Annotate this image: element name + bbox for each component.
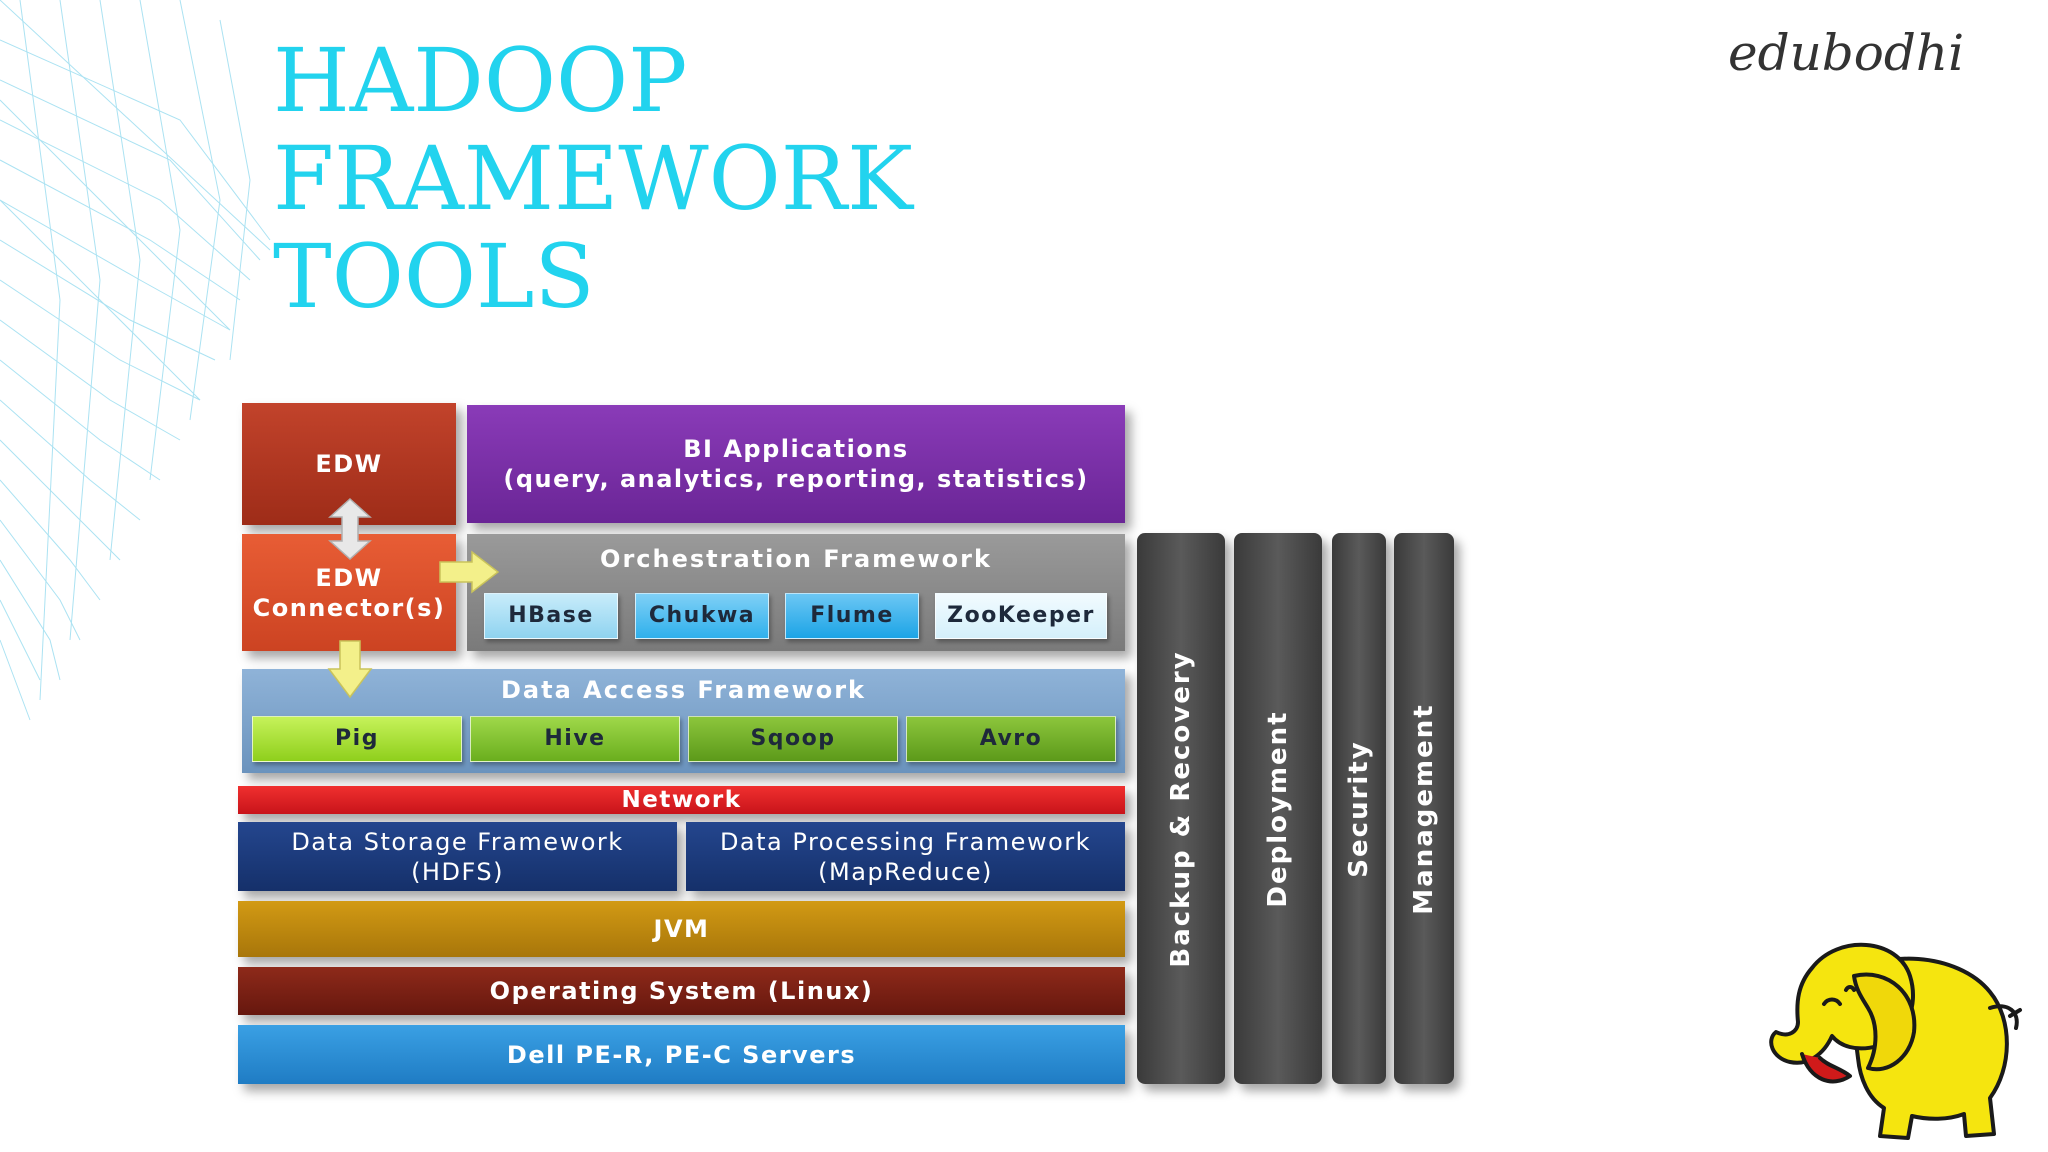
- operating-system-layer: Operating System (Linux): [238, 967, 1125, 1015]
- flume-tool: Flume: [785, 593, 919, 639]
- data-storage-framework-line2: (HDFS): [411, 857, 504, 886]
- security-bar: Security: [1332, 533, 1386, 1084]
- hbase-tool: HBase: [484, 593, 618, 639]
- jvm-label: JVM: [653, 915, 710, 943]
- double-arrow-icon: [328, 497, 372, 561]
- servers-layer: Dell PE-R, PE-C Servers: [238, 1025, 1125, 1084]
- bi-applications-subtitle: (query, analytics, reporting, statistics…: [503, 465, 1089, 493]
- slide-title-line2: TOOLS: [273, 225, 595, 328]
- deployment-bar: Deployment: [1234, 533, 1322, 1084]
- bi-applications-title: BI Applications: [683, 435, 909, 463]
- network-label: Network: [621, 787, 742, 813]
- operating-system-label: Operating System (Linux): [489, 977, 874, 1005]
- right-arrow-icon: [439, 550, 500, 594]
- avro-tool: Avro: [906, 716, 1116, 762]
- edw-connector-label-line2: Connector(s): [252, 593, 446, 622]
- data-storage-framework-line1: Data Storage Framework: [291, 827, 624, 856]
- wireframe-background: [0, 0, 271, 721]
- data-storage-framework-block: Data Storage Framework (HDFS): [238, 822, 677, 891]
- security-label: Security: [1344, 739, 1374, 878]
- management-bar: Management: [1394, 533, 1454, 1084]
- slide-title: HADOOP FRAMEWORK TOOLS: [273, 32, 1273, 326]
- backup-recovery-label: Backup & Recovery: [1166, 649, 1196, 968]
- pig-tool: Pig: [252, 716, 462, 762]
- brand-logo-text: edubodhi: [1728, 24, 1965, 82]
- data-processing-framework-line2: (MapReduce): [818, 857, 993, 886]
- data-access-framework-block: Data Access Framework Pig Hive Sqoop Avr…: [242, 669, 1125, 773]
- jvm-layer: JVM: [238, 901, 1125, 957]
- management-label: Management: [1409, 702, 1439, 915]
- orchestration-framework-title: Orchestration Framework: [600, 545, 992, 573]
- bi-applications-block: BI Applications (query, analytics, repor…: [467, 405, 1125, 523]
- data-processing-framework-line1: Data Processing Framework: [719, 827, 1092, 856]
- down-arrow-icon: [327, 640, 373, 699]
- chukwa-tool: Chukwa: [635, 593, 769, 639]
- edw-connector-block: EDW Connector(s): [242, 534, 456, 651]
- servers-label: Dell PE-R, PE-C Servers: [506, 1040, 857, 1069]
- zookeeper-tool: ZooKeeper: [935, 593, 1107, 639]
- edw-label: EDW: [315, 450, 383, 478]
- hive-tool: Hive: [470, 716, 680, 762]
- hadoop-elephant-icon: [1769, 943, 2022, 1140]
- slide-title-line1: HADOOP FRAMEWORK: [273, 29, 913, 230]
- backup-recovery-bar: Backup & Recovery: [1137, 533, 1225, 1084]
- edw-connector-label-line1: EDW: [315, 563, 383, 592]
- orchestration-framework-block: Orchestration Framework HBase Chukwa Flu…: [467, 534, 1125, 651]
- deployment-label: Deployment: [1263, 709, 1293, 908]
- sqoop-tool: Sqoop: [688, 716, 898, 762]
- data-access-framework-title: Data Access Framework: [500, 676, 866, 704]
- network-layer: Network: [238, 786, 1125, 814]
- data-processing-framework-block: Data Processing Framework (MapReduce): [686, 822, 1125, 891]
